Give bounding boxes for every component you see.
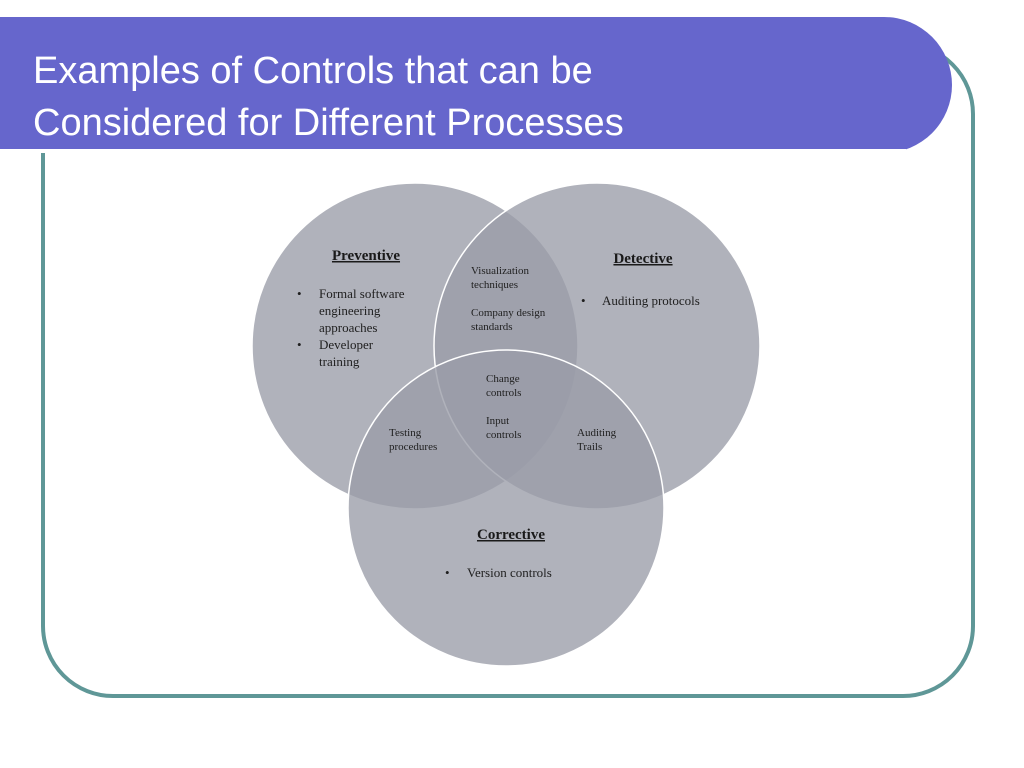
- overlap-pd-item-1-line-1: Visualization: [471, 265, 529, 277]
- preventive-item-1-line-2: engineering: [319, 303, 381, 318]
- overlap-pd-item-2-line-1: Company design: [471, 307, 546, 319]
- overlap-dc-line-2: Trails: [577, 441, 602, 453]
- preventive-item-2-line-2: training: [319, 354, 360, 369]
- detective-heading: Detective: [613, 251, 672, 267]
- title-banner: Examples of Controls that can be Conside…: [0, 17, 952, 153]
- overlap-all-item-2-line-2: controls: [486, 429, 521, 441]
- preventive-bullet-2: •: [297, 337, 302, 352]
- overlap-all-item-1-line-2: controls: [486, 387, 521, 399]
- overlap-pd-item-2-line-2: standards: [471, 321, 513, 333]
- preventive-bullet-1: •: [297, 286, 302, 301]
- preventive-heading: Preventive: [332, 248, 400, 264]
- overlap-all-item-1-line-1: Change: [486, 373, 520, 385]
- venn-circles: [251, 182, 761, 667]
- detective-item-1: Auditing protocols: [602, 293, 700, 308]
- overlap-dc-line-1: Auditing: [577, 427, 617, 439]
- overlap-all-item-2-line-1: Input: [486, 415, 509, 427]
- preventive-item-2-line-1: Developer: [319, 337, 374, 352]
- corrective-bullet-1: •: [445, 565, 450, 580]
- circle-corrective: [347, 349, 665, 667]
- preventive-item-1-line-3: approaches: [319, 320, 377, 335]
- corrective-heading: Corrective: [477, 527, 545, 543]
- overlap-pc-line-2: procedures: [389, 441, 437, 453]
- overlap-pc-line-1: Testing: [389, 427, 422, 439]
- corrective-item-1: Version controls: [467, 565, 552, 580]
- slide-title-line-2: Considered for Different Processes: [33, 102, 624, 144]
- preventive-item-1-line-1: Formal software: [319, 286, 405, 301]
- title-underline: [0, 149, 906, 153]
- overlap-pd-item-1-line-2: techniques: [471, 279, 518, 291]
- detective-bullet-1: •: [581, 293, 586, 308]
- slide-title-line-1: Examples of Controls that can be: [33, 50, 593, 92]
